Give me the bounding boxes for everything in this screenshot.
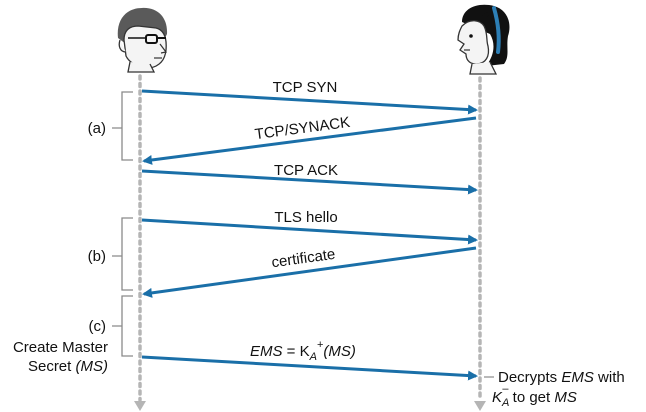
certificate-arrow <box>142 246 477 298</box>
phase-c-label: (c) <box>89 318 107 335</box>
tcp-syn-label: TCP SYN <box>273 79 338 96</box>
ems-arrow <box>141 355 478 381</box>
decrypt-note-line1: Decrypts EMS with <box>498 369 625 386</box>
phase-b-bracket <box>112 217 133 291</box>
decrypt-note-line2: KA– to get MS <box>492 383 577 409</box>
tcp-syn-arrow <box>141 89 478 115</box>
phase-a-label: (a) <box>88 120 106 137</box>
man-with-glasses-icon <box>117 7 168 73</box>
tcp-synack-arrow <box>142 116 477 165</box>
server-lifeline <box>474 76 486 411</box>
woman-with-headband-icon <box>457 4 510 75</box>
tcp-synack-label: TCP/SYNACK <box>254 114 351 143</box>
phase-c-bracket <box>112 295 133 357</box>
tls-hello-arrow <box>141 218 478 245</box>
tcp-ack-arrow <box>141 169 478 195</box>
phase-a-bracket <box>112 91 133 161</box>
tcp-ack-label: TCP ACK <box>274 162 338 179</box>
create-master-secret-line1: Create Master <box>13 339 108 356</box>
phase-b-label: (b) <box>88 248 106 265</box>
client-lifeline <box>134 74 146 411</box>
tls-hello-label: TLS hello <box>274 209 337 226</box>
ems-label: EMS = KA+(MS) <box>250 339 356 363</box>
create-master-secret-line2: Secret (MS) <box>28 358 108 375</box>
